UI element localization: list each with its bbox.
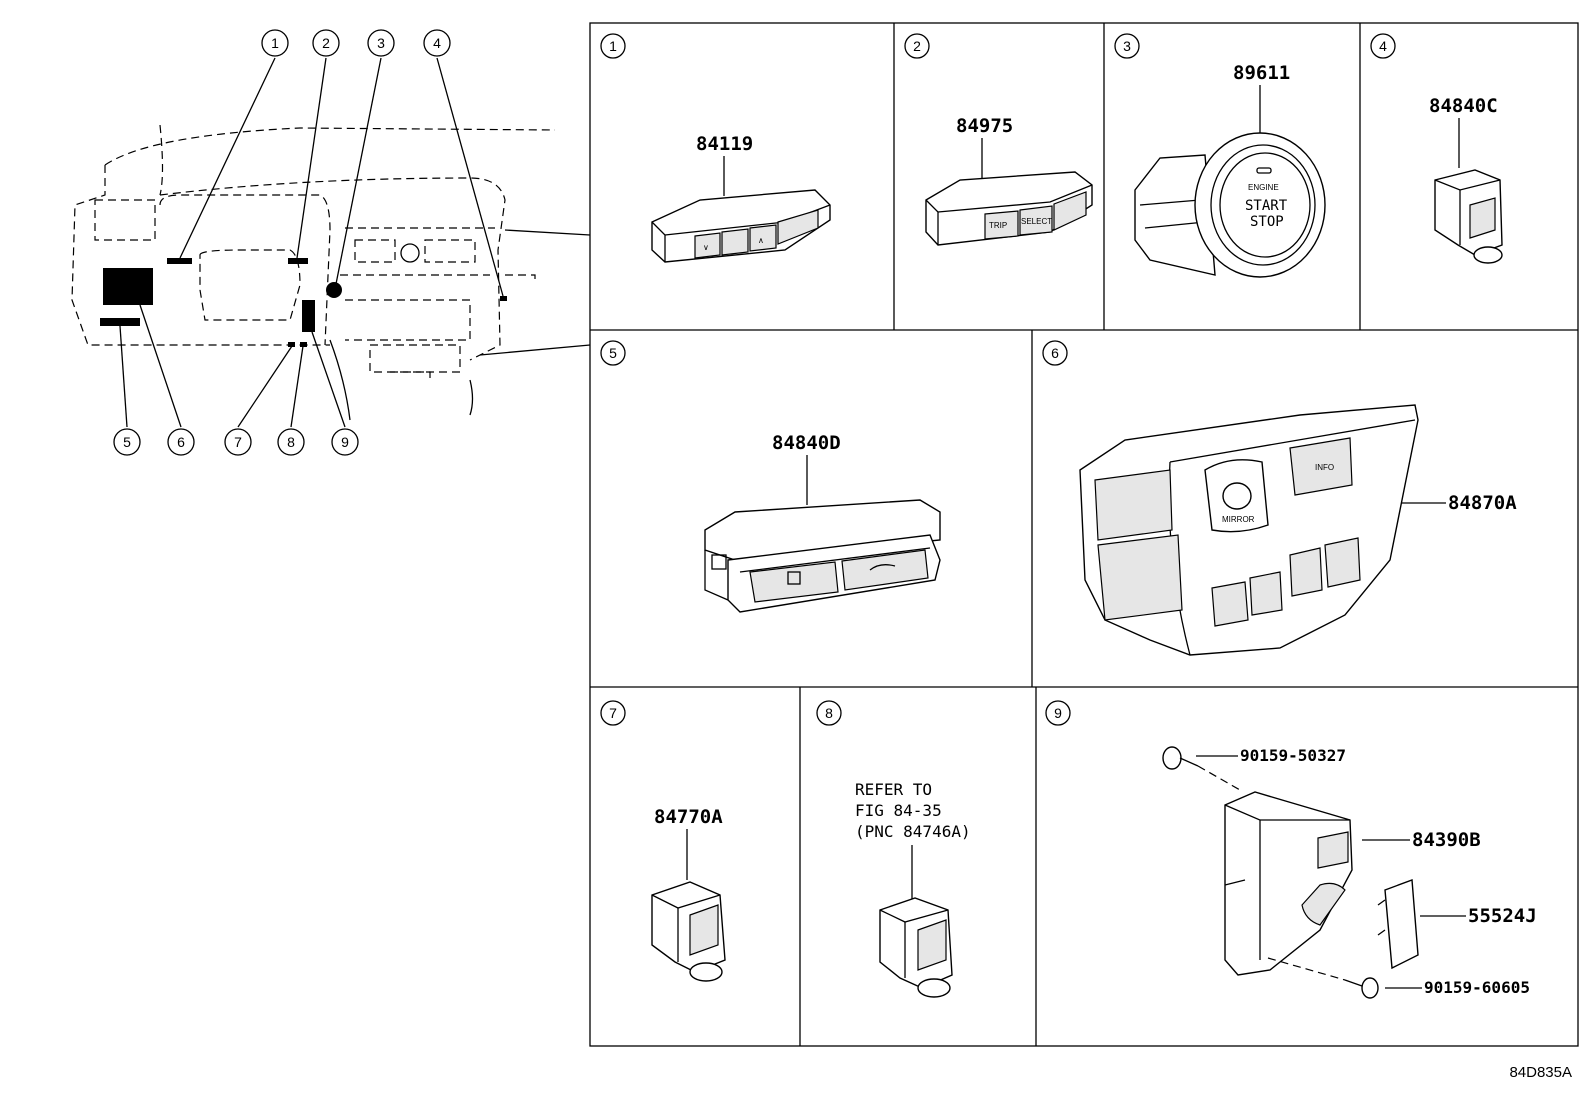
svg-text:1: 1 [271,35,279,51]
refer-line-3: (PNC 84746A) [855,822,971,841]
part-55524J-cover [1377,879,1419,970]
mirror-switch-label: MIRROR [1222,515,1255,524]
part-number-84975: 84975 [956,115,1013,137]
panel-9: 9 90159-50327 84390B 55524J 90159-60605 [1045,700,1537,999]
svg-text:4: 4 [1379,38,1387,54]
screw-90159-50327-icon [1162,746,1241,791]
svg-text:SELECT: SELECT [1021,217,1052,226]
part-number-84840C: 84840C [1429,95,1498,117]
svg-text:8: 8 [825,705,833,721]
locator-callout-5: 5 [113,428,141,456]
svg-text:3: 3 [1123,38,1131,54]
panel-7-number: 7 [600,700,626,726]
panel-3-number: 3 [1114,33,1140,59]
panel-5: 5 84840D [600,340,941,613]
part-number-84870A: 84870A [1448,492,1517,514]
part-number-84770A: 84770A [654,806,723,828]
locator-callout-6: 6 [167,428,195,456]
panel-7: 7 84770A [600,700,726,982]
part-number-55524J: 55524J [1468,905,1537,927]
panel-6-number: 6 [1042,340,1068,366]
part-84770A-switch [651,881,726,982]
part-number-84840D: 84840D [772,432,841,454]
svg-text:3: 3 [377,35,385,51]
part-number-89611: 89611 [1233,62,1290,84]
figure-code: 84D835A [1509,1064,1572,1081]
svg-text:∨: ∨ [703,243,709,252]
panel-4-number: 4 [1370,33,1396,59]
panel-9-number: 9 [1045,700,1071,726]
svg-text:∧: ∧ [758,236,764,245]
svg-text:4: 4 [433,35,441,51]
svg-text:2: 2 [913,38,921,54]
part-number-84119: 84119 [696,133,753,155]
info-switch-label: INFO [1315,463,1334,472]
locator-callout-1: 1 [261,29,289,57]
locator-callout-3: 3 [367,29,395,57]
panel-2: 2 84975 TRIP SELECT [904,33,1093,246]
panel-4: 4 84840C [1370,33,1503,264]
start-button-text-start: START [1245,198,1288,214]
refer-line-1: REFER TO [855,780,932,799]
svg-text:6: 6 [177,434,185,450]
svg-text:TRIP: TRIP [989,221,1007,230]
locator-callout-4: 4 [423,29,451,57]
panel-2-number: 2 [904,33,930,59]
panel-8-number: 8 [816,700,842,726]
refer-line-2: FIG 84-35 [855,801,942,820]
svg-text:7: 7 [234,434,242,450]
svg-text:9: 9 [1054,705,1062,721]
screw-90159-60605-icon [1267,957,1379,999]
part-84870A-switch-assembly: MIRROR INFO [1079,404,1419,656]
part-84840D-switch [704,499,941,613]
part-84746A-switch [879,897,953,998]
panel-3: 3 89611 ENGINE START STOP [1114,33,1326,278]
locator-callout-8: 8 [277,428,305,456]
svg-text:5: 5 [609,345,617,361]
svg-text:2: 2 [322,35,330,51]
locator-callout-9: 9 [331,428,359,456]
part-number-90159-50327: 90159-50327 [1240,746,1346,765]
panel-8: 8 REFER TO FIG 84-35 (PNC 84746A) [816,700,971,998]
locator-callout-2: 2 [312,29,340,57]
part-84119-switch: ∨ ∧ [651,189,831,263]
part-84975-switch: TRIP SELECT [925,171,1093,246]
panel-grid [589,22,1579,1047]
part-number-90159-60605: 90159-60605 [1424,978,1530,997]
svg-text:8: 8 [287,434,295,450]
part-84840C-switch [1434,169,1503,264]
svg-text:7: 7 [609,705,617,721]
part-89611-start-button: ENGINE START STOP [1134,132,1326,278]
locator-callout-7: 7 [224,428,252,456]
svg-text:9: 9 [341,434,349,450]
start-button-text-engine: ENGINE [1248,183,1279,192]
svg-text:1: 1 [609,38,617,54]
start-button-text-stop: STOP [1250,214,1284,230]
panel-5-number: 5 [600,340,626,366]
panel-1-number: 1 [600,33,626,59]
panel-1: 1 84119 ∨ ∧ [600,33,831,263]
panel-6: 6 84870A MIRROR INFO [1042,340,1517,656]
svg-text:6: 6 [1051,345,1059,361]
svg-text:5: 5 [123,434,131,450]
part-84390B-switch-bracket [1224,791,1353,976]
part-number-84390B: 84390B [1412,829,1481,851]
dashboard-locator: 1 2 3 4 5 6 7 8 9 [71,29,591,456]
